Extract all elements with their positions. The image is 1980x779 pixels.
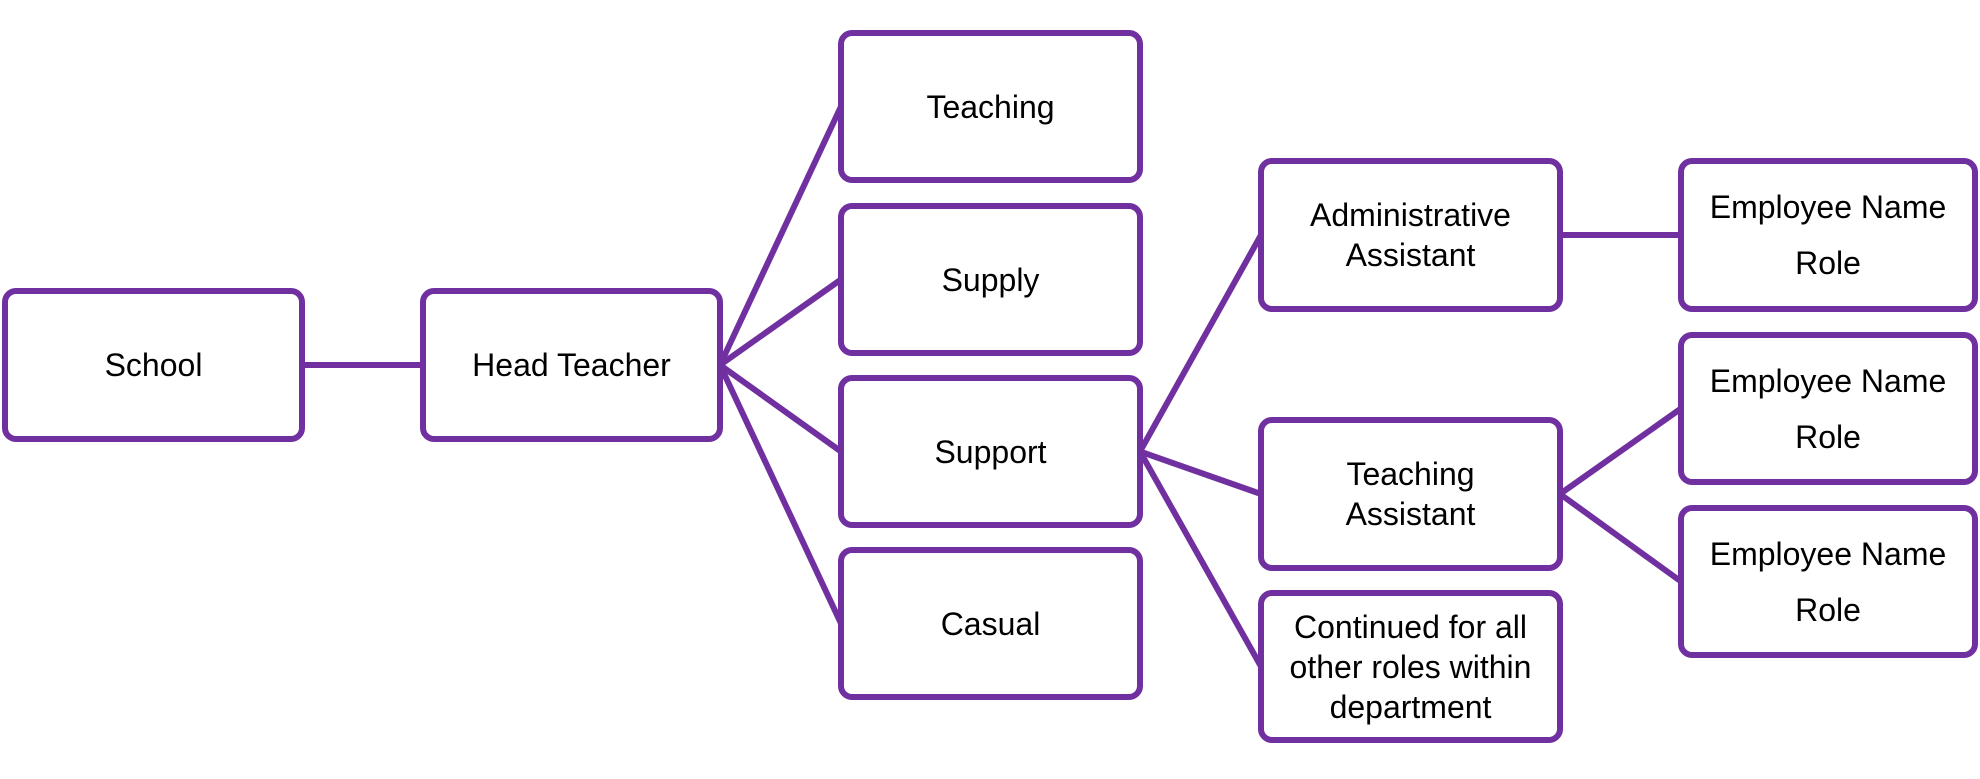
connector-support-to-administrative-assistant <box>1137 232 1264 455</box>
node-label-line-2: other roles within <box>1289 648 1532 685</box>
node-teaching-assistant: Teaching Assistant <box>1258 417 1563 571</box>
connector-head-teacher-to-casual <box>717 362 844 627</box>
node-label-line-1: Administrative <box>1310 197 1511 233</box>
node-label-line-3: department <box>1329 688 1492 725</box>
node-support: Support <box>838 375 1143 528</box>
employee-role: Role <box>1795 418 1861 455</box>
connector-teaching-assistant-to-employee-2 <box>1557 405 1684 497</box>
node-employee-1: Employee Name Role <box>1678 158 1978 312</box>
node-continued-other-roles: Continued for all other roles within dep… <box>1258 590 1563 743</box>
connector-head-teacher-to-supply <box>717 276 844 368</box>
node-label-line-2: Assistant <box>1345 496 1476 532</box>
node-label: Supply <box>941 261 1040 298</box>
node-casual: Casual <box>838 547 1143 700</box>
node-head-teacher: Head Teacher <box>420 288 723 442</box>
node-label-line-2: Assistant <box>1345 237 1476 273</box>
connector-support-to-teaching-assistant <box>1137 448 1264 497</box>
employee-role: Role <box>1795 245 1861 281</box>
node-label: Casual <box>940 605 1041 642</box>
node-teaching: Teaching <box>838 30 1143 183</box>
connector-head-teacher-to-support <box>717 362 844 455</box>
node-supply: Supply <box>838 203 1143 356</box>
node-label-line-1: Continued for all <box>1293 608 1528 645</box>
node-employee-2: Employee Name Role <box>1678 332 1978 485</box>
node-employee-3: Employee Name Role <box>1678 505 1978 658</box>
node-administrative-assistant: Administrative Assistant <box>1258 158 1563 312</box>
employee-name: Employee Name <box>1709 535 1947 572</box>
connector-support-to-continued <box>1137 448 1264 670</box>
connector-head-teacher-to-teaching <box>717 103 844 368</box>
employee-role: Role <box>1795 591 1861 628</box>
node-label: School <box>104 347 203 383</box>
employee-name: Employee Name <box>1709 189 1947 225</box>
node-label: Head Teacher <box>472 347 671 383</box>
node-label-line-1: Teaching <box>1346 456 1475 492</box>
node-label: Support <box>934 433 1047 470</box>
node-label: Teaching <box>926 88 1055 125</box>
employee-name: Employee Name <box>1709 362 1947 399</box>
connector-teaching-assistant-to-employee-3 <box>1557 491 1684 585</box>
node-school: School <box>2 288 305 442</box>
